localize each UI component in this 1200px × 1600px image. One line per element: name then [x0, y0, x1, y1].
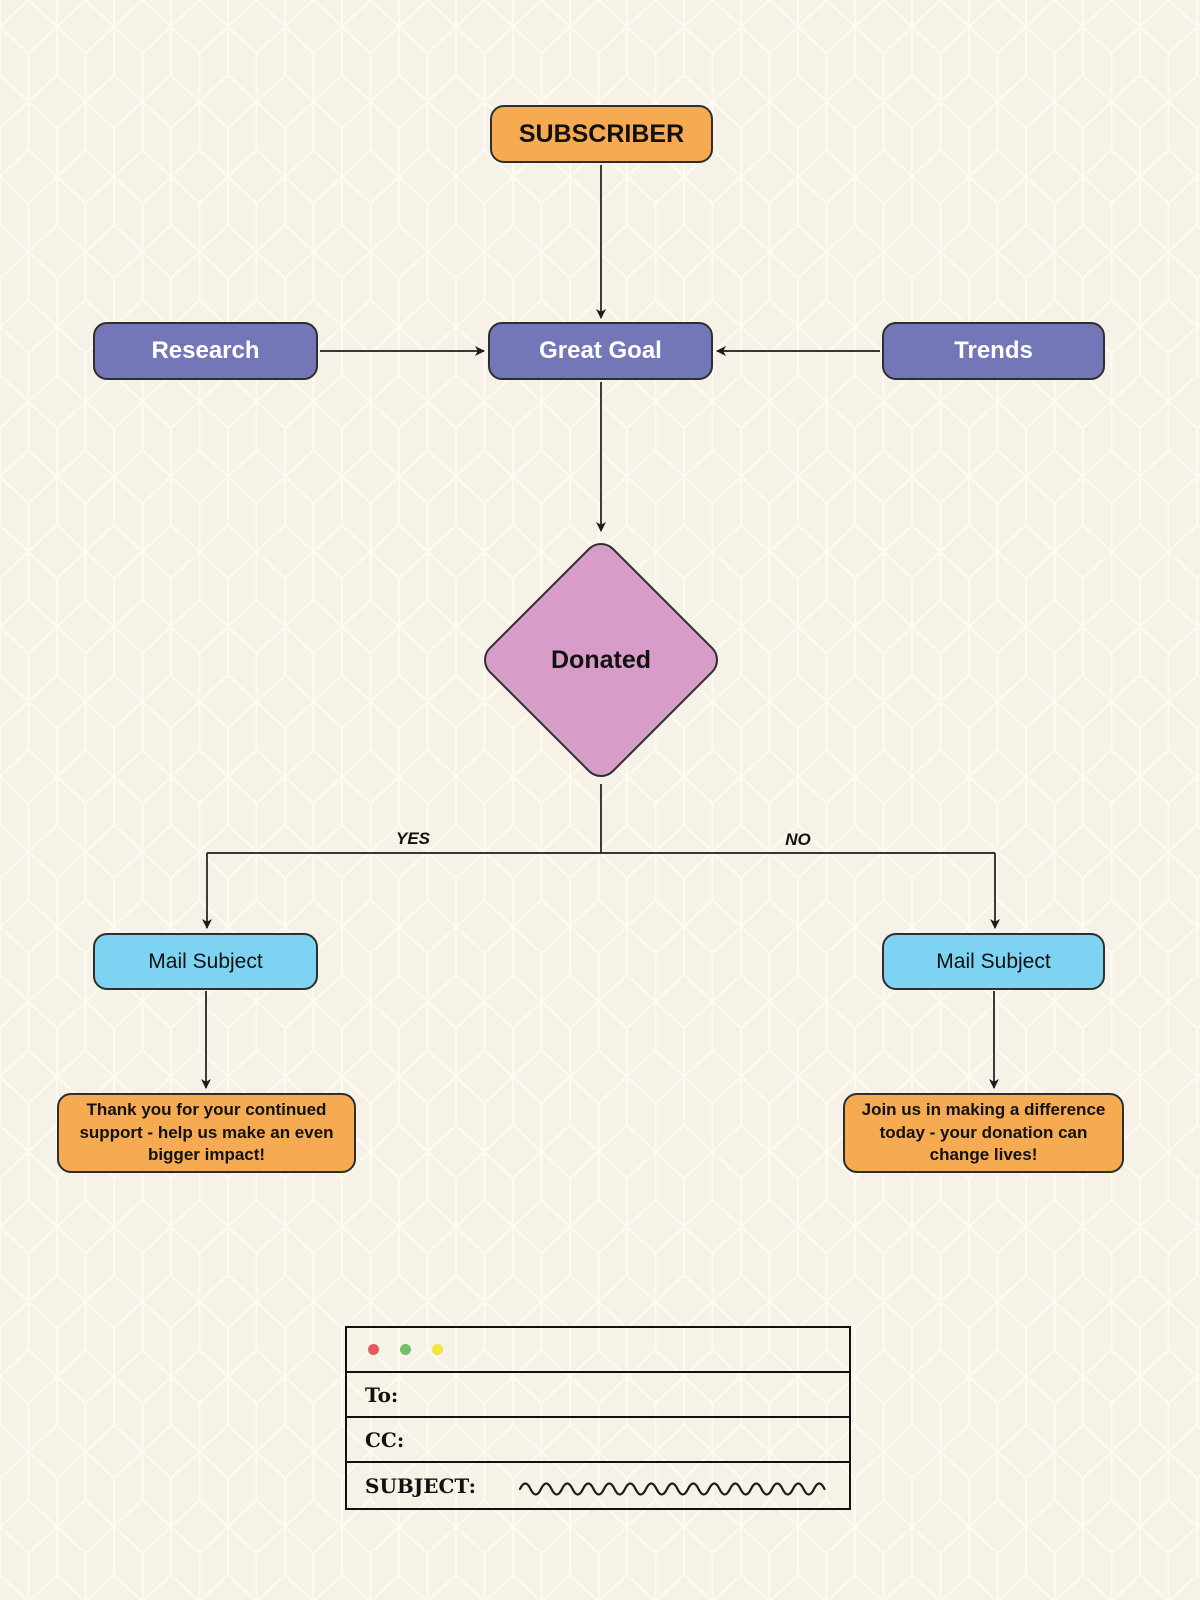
- research-label: Research: [151, 337, 260, 364]
- thank-you-note: Thank you for your continued support - h…: [57, 1093, 356, 1173]
- cc-field-label: CC:: [365, 1427, 405, 1452]
- subscriber-label: SUBSCRIBER: [518, 119, 685, 148]
- email-to-row: To:: [347, 1373, 849, 1418]
- green-dot-icon: [400, 1344, 411, 1355]
- no-branch-label: NO: [785, 830, 811, 849]
- traffic-lights: [368, 1344, 443, 1355]
- mail-subject-node-right: Mail Subject: [882, 933, 1105, 990]
- yellow-dot-icon: [432, 1344, 443, 1355]
- mail-subject-node-left: Mail Subject: [93, 933, 318, 990]
- trends-label: Trends: [954, 337, 1033, 364]
- thank-you-note-text: Thank you for your continued support - h…: [79, 1100, 334, 1165]
- great-goal-label: Great Goal: [539, 337, 662, 364]
- to-field-label: To:: [365, 1382, 399, 1407]
- red-dot-icon: [368, 1344, 379, 1355]
- email-titlebar: [347, 1328, 849, 1373]
- email-window: To: CC: SUBJECT:: [345, 1326, 851, 1510]
- subscriber-node: SUBSCRIBER: [490, 105, 713, 163]
- join-us-note-text: Join us in making a difference today - y…: [861, 1100, 1106, 1165]
- join-us-note: Join us in making a difference today - y…: [843, 1093, 1124, 1173]
- trends-node: Trends: [882, 322, 1105, 380]
- mail-subject-right-label: Mail Subject: [936, 949, 1051, 973]
- subject-squiggle-line: [518, 1481, 826, 1496]
- research-node: Research: [93, 322, 318, 380]
- donated-label: Donated: [551, 645, 651, 674]
- mail-subject-left-label: Mail Subject: [148, 949, 263, 973]
- branch-split-line: [207, 784, 995, 854]
- email-cc-row: CC:: [347, 1418, 849, 1463]
- great-goal-node: Great Goal: [488, 322, 713, 380]
- subject-field-label: SUBJECT:: [365, 1473, 476, 1498]
- email-subject-row: SUBJECT:: [347, 1463, 849, 1508]
- yes-branch-label: YES: [395, 829, 431, 848]
